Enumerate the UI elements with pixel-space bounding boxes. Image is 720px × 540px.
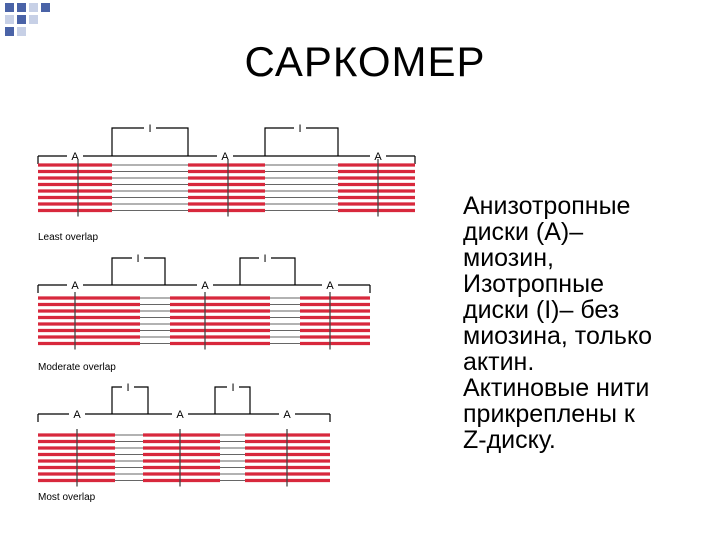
- a-band-label: A: [71, 280, 79, 292]
- i-band-label: I: [298, 123, 301, 135]
- a-band-label: A: [283, 409, 291, 421]
- description-text: Анизотропные диски (А)– миозин, Изотропн…: [463, 193, 713, 453]
- decor-square: [29, 15, 38, 24]
- decor-square: [17, 15, 26, 24]
- i-band-label: I: [263, 253, 266, 265]
- text-line: Изотропные: [463, 270, 604, 298]
- label-bg: [322, 277, 338, 291]
- decor-square: [5, 3, 14, 12]
- panel-caption: Most overlap: [38, 492, 96, 503]
- label-bg: [294, 121, 306, 134]
- decor-square: [17, 3, 26, 12]
- label-bg: [132, 251, 144, 264]
- i-band-label: I: [231, 382, 234, 394]
- a-band-label: A: [73, 409, 81, 421]
- label-bg: [197, 277, 213, 291]
- label-bg: [227, 380, 239, 393]
- decor-square: [5, 27, 14, 36]
- a-band-label: A: [201, 280, 209, 292]
- a-band-label: A: [326, 280, 334, 292]
- i-band-label: I: [148, 123, 151, 135]
- text-line: диски (А)–: [463, 218, 584, 246]
- label-bg: [279, 406, 295, 420]
- label-bg: [217, 148, 233, 162]
- label-bg: [69, 406, 85, 420]
- text-line: миозина, только: [463, 322, 653, 350]
- text-line: Анизотропные: [463, 192, 631, 220]
- text-line: актин.: [463, 348, 535, 376]
- corner-decoration: [0, 0, 60, 50]
- text-line: миозин,: [463, 244, 554, 272]
- panel-caption: Moderate overlap: [38, 362, 116, 373]
- a-band-label: A: [374, 151, 382, 163]
- text-line: Z-диску.: [463, 426, 556, 454]
- decor-square: [29, 3, 38, 12]
- decor-square: [41, 3, 50, 12]
- text-line: прикреплены к: [463, 400, 635, 428]
- text-line: диски (I)– без: [463, 296, 620, 324]
- label-bg: [67, 277, 83, 291]
- label-bg: [144, 121, 156, 134]
- decor-square: [5, 15, 14, 24]
- a-band-label: A: [221, 151, 229, 163]
- panel-caption: Least overlap: [38, 232, 98, 243]
- i-band-label: I: [126, 382, 129, 394]
- decor-square: [17, 27, 26, 36]
- a-band-label: A: [176, 409, 184, 421]
- label-bg: [370, 148, 386, 162]
- label-bg: [172, 406, 188, 420]
- a-band-label: A: [71, 151, 79, 163]
- label-bg: [67, 148, 83, 162]
- text-line: Актиновые нити: [463, 374, 650, 402]
- i-band-label: I: [136, 253, 139, 265]
- slide-title: САРКОМЕР: [244, 38, 486, 85]
- label-bg: [122, 380, 134, 393]
- label-bg: [259, 251, 271, 264]
